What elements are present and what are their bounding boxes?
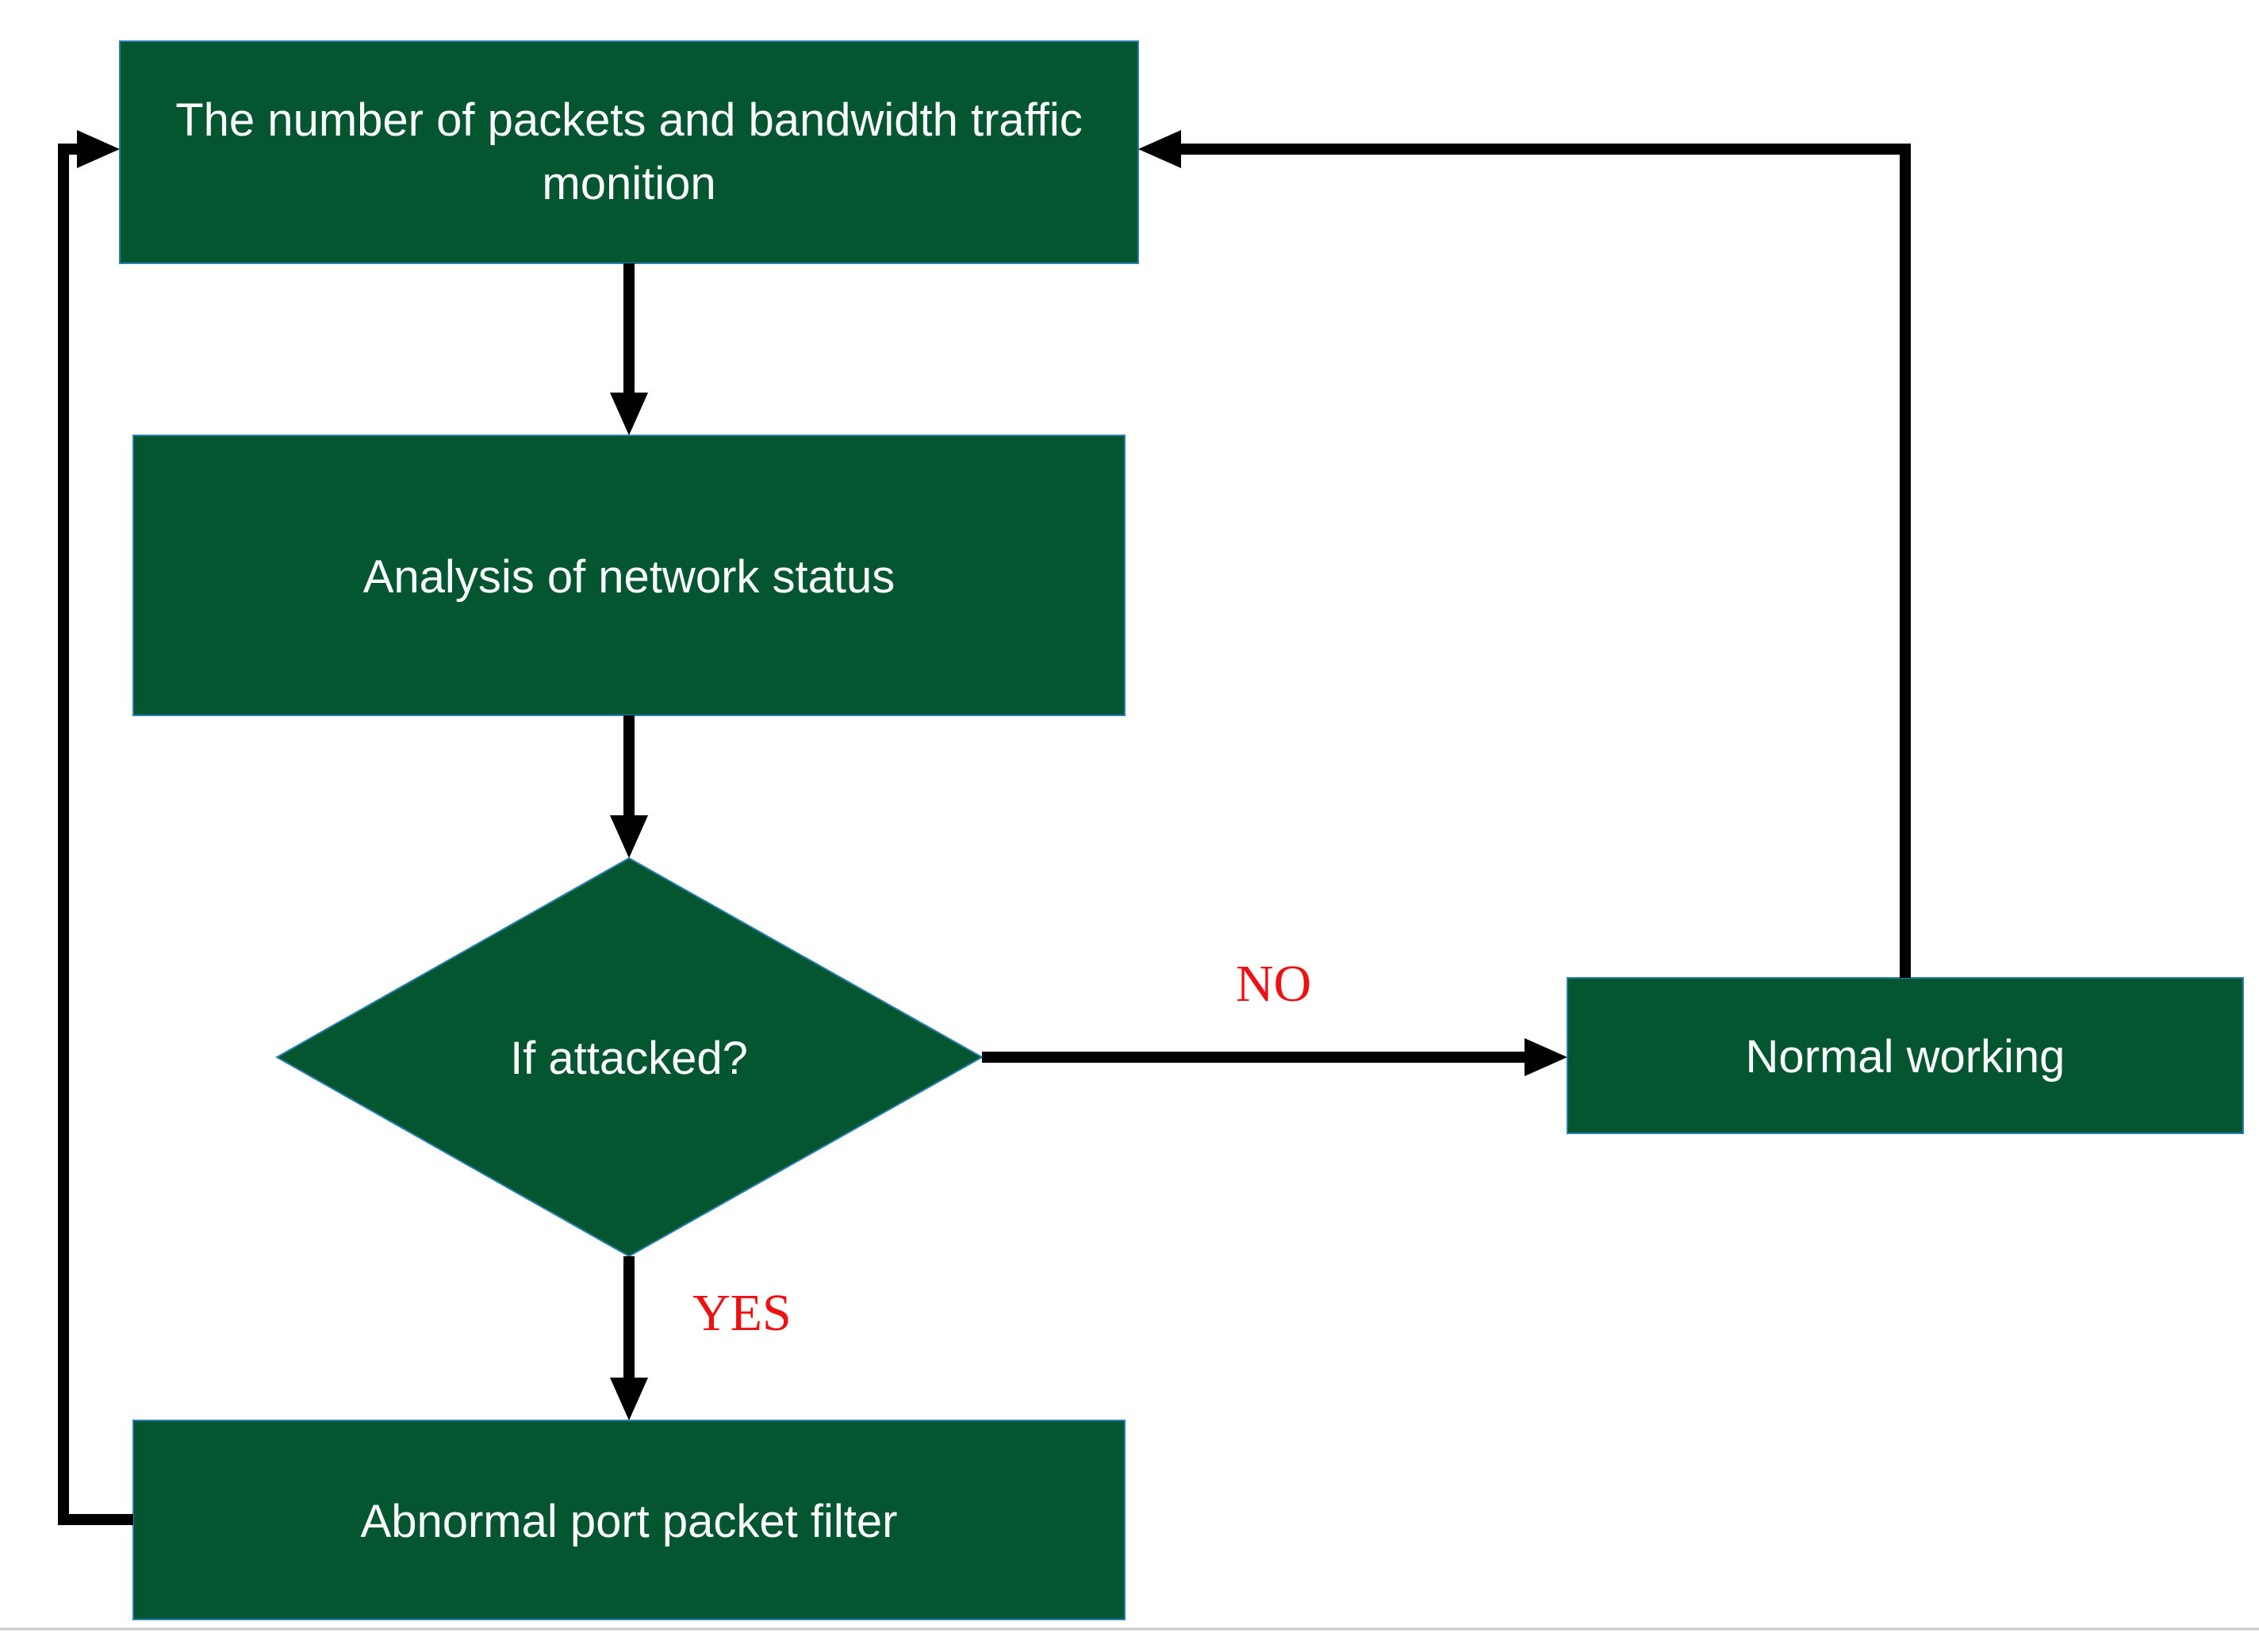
node-normal-working: Normal working <box>1567 977 2244 1134</box>
arrow-decision-to-normal <box>982 1038 1567 1076</box>
arrow-normal-to-monitor <box>1138 130 1911 978</box>
node-network-analysis: Analysis of network status <box>132 435 1126 716</box>
arrow-filter-to-monitor <box>58 130 133 1525</box>
decision-if-attacked: If attacked? <box>274 857 984 1258</box>
arrow-decision-to-filter <box>610 1256 648 1420</box>
node-traffic-monitor-line2: monition <box>542 158 715 209</box>
node-packet-filter: Abnormal port packet filter <box>132 1420 1126 1620</box>
edge-label-no: NO <box>1236 955 1311 1013</box>
edge-label-yes: YES <box>692 1284 792 1342</box>
node-packet-filter-label: Abnormal port packet filter <box>361 1496 898 1547</box>
node-normal-working-label: Normal working <box>1746 1031 2065 1083</box>
node-traffic-monitor: The number of packets and bandwidth traf… <box>119 40 1139 264</box>
arrow-monitor-to-analysis <box>610 263 648 435</box>
decision-if-attacked-label: If attacked? <box>510 1033 748 1084</box>
node-network-analysis-label: Analysis of network status <box>363 551 896 603</box>
node-traffic-monitor-line1: The number of packets and bandwidth traf… <box>175 94 1083 146</box>
arrow-analysis-to-decision <box>610 715 648 858</box>
